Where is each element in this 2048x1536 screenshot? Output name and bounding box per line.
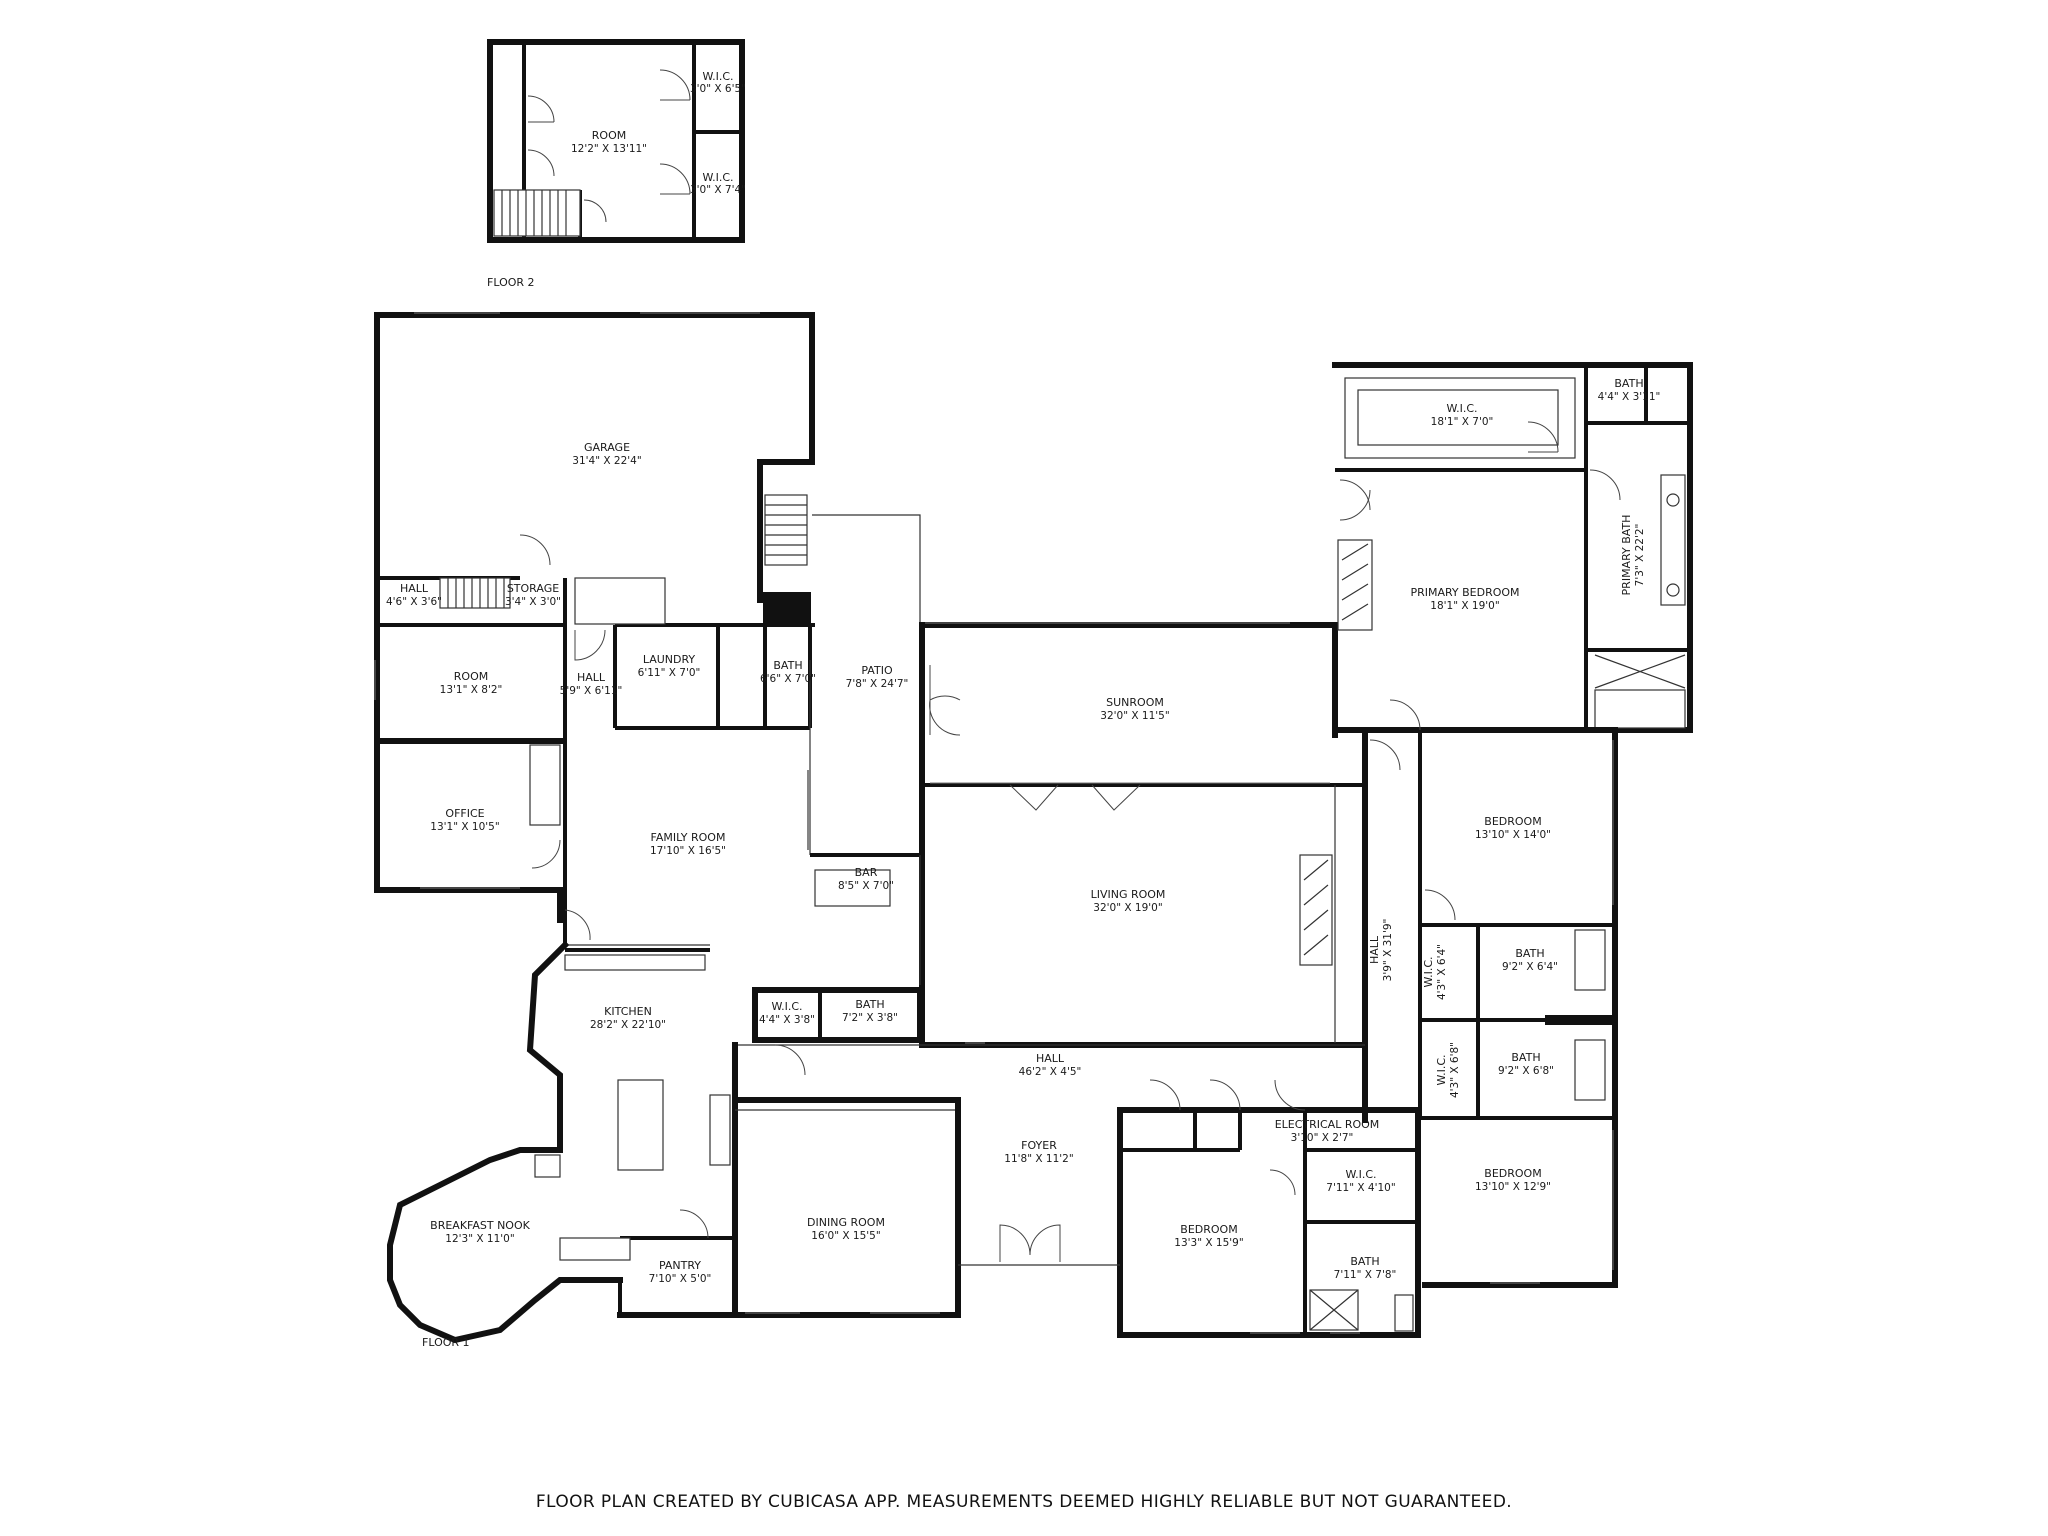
- hall-laundry-dim: 5'9" X 6'11": [560, 685, 623, 697]
- dining-room-dim: 16'0" X 15'5": [811, 1230, 880, 1242]
- wic-2-name: W.I.C.: [1435, 1054, 1448, 1085]
- family-room-name: FAMILY ROOM: [651, 831, 726, 844]
- laundry-dim: 6'11" X 7'0": [638, 667, 701, 679]
- garage-name: GARAGE: [584, 441, 630, 454]
- bath-bedroom3-name: BATH: [1350, 1255, 1379, 1268]
- wic-primary-dim: 18'1" X 7'0": [1431, 416, 1494, 428]
- bath-laundry-name: BATH: [773, 659, 802, 672]
- wic-f2-top-dim: 3'0" X 6'5": [690, 83, 746, 95]
- bath-bedroom3-dim: 7'11" X 7'8": [1334, 1269, 1397, 1281]
- primary-bedroom-name: PRIMARY BEDROOM: [1410, 586, 1519, 599]
- bath-kitchen-name: BATH: [855, 998, 884, 1011]
- bedroom-2-dim: 13'10" X 12'9": [1475, 1181, 1551, 1193]
- bedroom-1-name: BEDROOM: [1484, 815, 1541, 828]
- bath-small-primary-name: BATH: [1614, 377, 1643, 390]
- bath-kitchen-dim: 7'2" X 3'8": [842, 1012, 898, 1024]
- primary-bath-dim: 7'3" X 22'2": [1634, 524, 1646, 587]
- laundry-name: LAUNDRY: [643, 653, 696, 666]
- wic-1-name: W.I.C.: [1422, 956, 1435, 987]
- storage-dim: 3'4" X 3'0": [505, 596, 561, 608]
- bedroom-3-dim: 13'3" X 15'9": [1174, 1237, 1243, 1249]
- bar-dim: 8'5" X 7'0": [838, 880, 894, 892]
- office-dim: 13'1" X 10'5": [430, 821, 499, 833]
- disclaimer-text: FLOOR PLAN CREATED BY CUBICASA APP. MEAS…: [535, 1492, 1513, 1512]
- wic-2-dim: 4'3" X 6'8": [1449, 1042, 1461, 1098]
- wic-1-dim: 4'3" X 6'4": [1436, 944, 1448, 1000]
- hall-small-name: HALL: [400, 582, 429, 595]
- bath-1-dim: 9'2" X 6'4": [1502, 961, 1558, 973]
- floor-1-walls: [374, 312, 1693, 1344]
- floor-2: [487, 39, 745, 243]
- bar-name: BAR: [855, 866, 878, 879]
- bath-small-primary-dim: 4'4" X 3'11": [1598, 391, 1661, 403]
- pantry-name: PANTRY: [659, 1259, 701, 1272]
- bath-laundry-dim: 6'6" X 7'0": [760, 673, 816, 685]
- wic-bedroom3-name: W.I.C.: [1345, 1168, 1376, 1181]
- bedroom-2-name: BEDROOM: [1484, 1167, 1541, 1180]
- breakfast-nook-name: BREAKFAST NOOK: [430, 1219, 530, 1232]
- wic-primary-name: W.I.C.: [1446, 402, 1477, 415]
- wic-kitchen-dim: 4'4" X 3'8": [759, 1014, 815, 1026]
- bedroom-1-dim: 13'10" X 14'0": [1475, 829, 1551, 841]
- living-room-dim: 32'0" X 19'0": [1093, 902, 1162, 914]
- bedroom-3-name: BEDROOM: [1180, 1223, 1237, 1236]
- living-room-name: LIVING ROOM: [1091, 888, 1166, 901]
- wic-f2-bottom-dim: 3'0" X 7'4": [690, 184, 746, 196]
- electrical-dim: 3'10" X 2'7": [1291, 1132, 1354, 1144]
- kitchen-name: KITCHEN: [604, 1005, 652, 1018]
- hall-laundry-name: HALL: [577, 671, 606, 684]
- storage-name: STORAGE: [507, 582, 559, 595]
- bath-2-name: BATH: [1511, 1051, 1540, 1064]
- electrical-name: ELECTRICAL ROOM: [1275, 1118, 1380, 1131]
- hall-main-name: HALL: [1036, 1052, 1065, 1065]
- bath-2-dim: 9'2" X 6'8": [1498, 1065, 1554, 1077]
- patio-name: PATIO: [861, 664, 893, 677]
- room-f2-dim: 12'2" X 13'11": [571, 143, 647, 155]
- hall-small-dim: 4'6" X 3'6": [386, 596, 442, 608]
- family-room-dim: 17'10" X 16'5": [650, 845, 726, 857]
- fireplace: [1299, 854, 1333, 966]
- primary-bath-name: PRIMARY BATH: [1620, 515, 1633, 596]
- room-labels: ROOM 12'2" X 13'11" W.I.C. 3'0" X 6'5" W…: [386, 70, 1660, 1285]
- wic-f2-bottom-name: W.I.C.: [702, 171, 733, 184]
- primary-fireplace: [1337, 539, 1373, 631]
- dining-room-name: DINING ROOM: [807, 1216, 885, 1229]
- bath-1-name: BATH: [1515, 947, 1544, 960]
- wic-bedroom3-dim: 7'11" X 4'10": [1326, 1182, 1395, 1194]
- patio-dim: 7'8" X 24'7": [846, 678, 909, 690]
- wic-f2-top-name: W.I.C.: [702, 70, 733, 83]
- breakfast-nook-dim: 12'3" X 11'0": [445, 1233, 514, 1245]
- floor-2-label: FLOOR 2: [487, 276, 535, 289]
- hall-main-dim: 46'2" X 4'5": [1019, 1066, 1082, 1078]
- hall-long-dim: 3'9" X 31'9": [1382, 919, 1394, 982]
- room-f1-dim: 13'1" X 8'2": [440, 684, 503, 696]
- stairs: [493, 189, 581, 237]
- sunroom-dim: 32'0" X 11'5": [1100, 710, 1169, 722]
- kitchen-dim: 28'2" X 22'10": [590, 1019, 666, 1031]
- floor-1-label: FLOOR 1: [422, 1336, 470, 1349]
- floor-labels: FLOOR 2 FLOOR 1: [422, 276, 535, 1349]
- foyer-name: FOYER: [1021, 1139, 1057, 1152]
- hall-long-name: HALL: [1368, 935, 1381, 964]
- garage-stairs: [439, 494, 808, 625]
- office-name: OFFICE: [445, 807, 484, 820]
- room-f1-name: ROOM: [454, 670, 488, 683]
- sunroom-name: SUNROOM: [1106, 696, 1164, 709]
- primary-bedroom-dim: 18'1" X 19'0": [1430, 600, 1499, 612]
- wic-kitchen-name: W.I.C.: [771, 1000, 802, 1013]
- garage-dim: 31'4" X 22'4": [572, 455, 641, 467]
- pantry-dim: 7'10" X 5'0": [649, 1273, 712, 1285]
- foyer-dim: 11'8" X 11'2": [1004, 1153, 1073, 1165]
- room-f2-name: ROOM: [592, 129, 626, 142]
